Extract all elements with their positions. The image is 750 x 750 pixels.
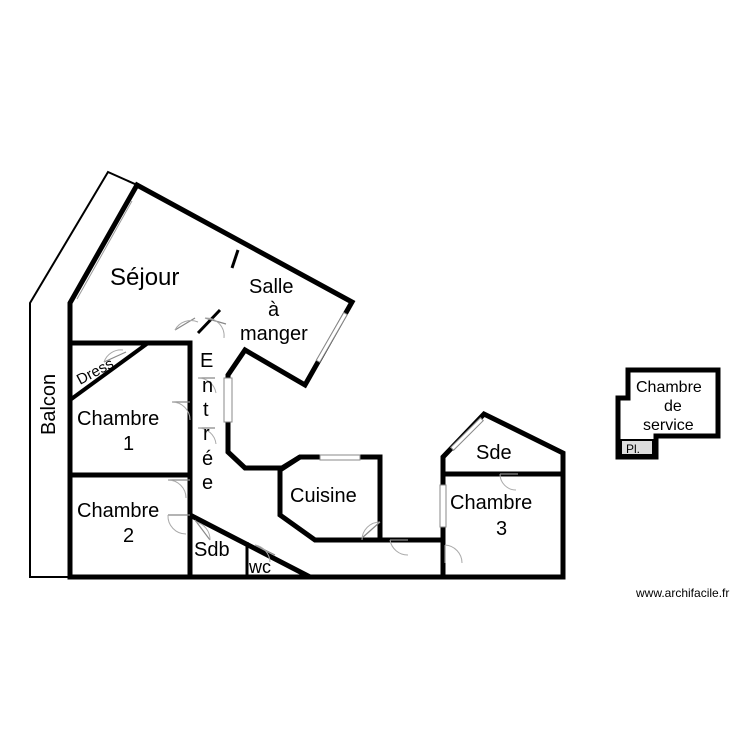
windows — [223, 311, 484, 528]
wc-label: wc — [248, 557, 271, 577]
service-label-line1: Chambre — [636, 379, 702, 396]
balcon-label: Balcon — [38, 374, 60, 435]
chambre3-label-line1: Chambre — [450, 492, 532, 514]
salle-label-line2: à — [268, 299, 280, 321]
chambre1-label-line1: Chambre — [77, 408, 159, 430]
cuisine-label: Cuisine — [290, 485, 357, 507]
service-room — [615, 367, 721, 460]
sejour-label: Séjour — [110, 264, 179, 291]
service-label-line2: de — [664, 398, 682, 415]
entree-letter: é — [202, 448, 213, 470]
placard-label: Pl. — [626, 442, 640, 456]
chambre1-label-line2: 1 — [123, 433, 134, 455]
salle-label-line1: Salle — [249, 276, 293, 298]
chambre2-label-line1: Chambre — [77, 500, 159, 522]
chambre3-label-line2: 3 — [496, 518, 507, 540]
entree-letter: E — [200, 350, 213, 372]
entree-letter: e — [202, 472, 213, 494]
entree-letter: r — [203, 423, 210, 445]
sde-label: Sde — [476, 442, 512, 464]
entree-letter: t — [203, 399, 209, 421]
salle-label-line3: manger — [240, 323, 308, 345]
service-label-line3: service — [643, 417, 694, 434]
interior-walls — [68, 249, 563, 580]
doors — [103, 317, 518, 564]
sdb-label: Sdb — [194, 539, 230, 561]
watermark-text: www.archifacile.fr — [636, 586, 730, 600]
chambre2-label-line2: 2 — [123, 525, 134, 547]
entree-letter: n — [202, 375, 213, 397]
